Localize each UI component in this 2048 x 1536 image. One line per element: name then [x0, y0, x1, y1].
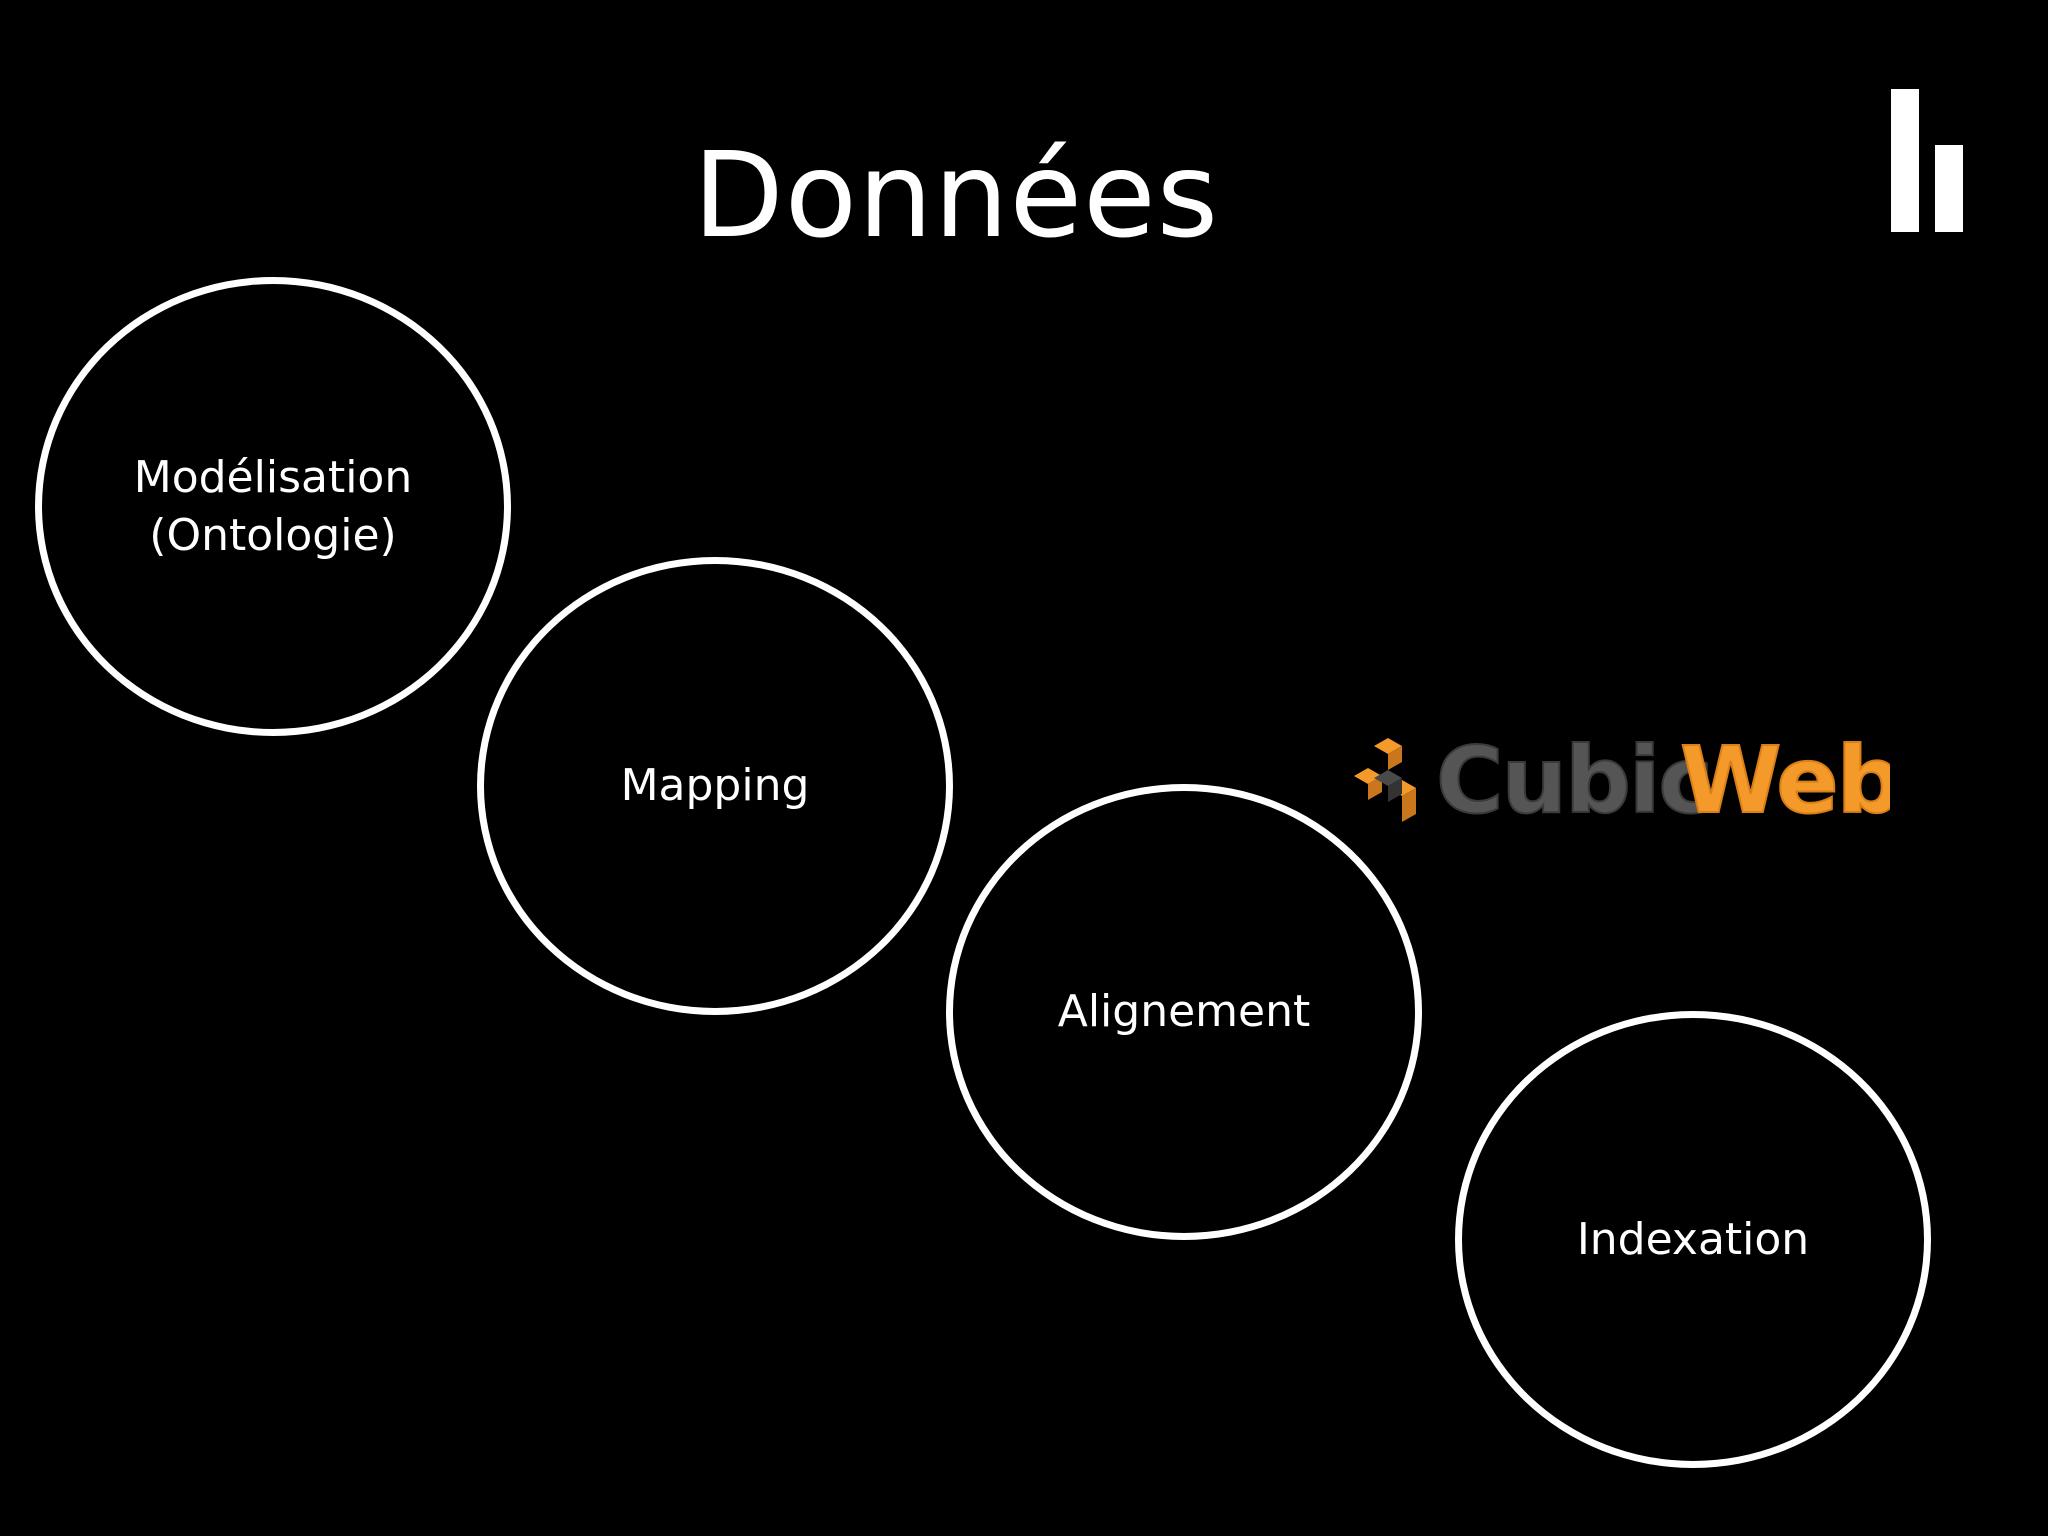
- cubicweb-mark-icon: [1354, 738, 1416, 822]
- step-label: Mapping: [620, 760, 810, 811]
- step-label: Alignement: [1057, 986, 1311, 1037]
- slide-title: Données: [692, 126, 1220, 264]
- step-circle-indexation: Indexation: [1455, 1011, 1931, 1468]
- step-label: Modélisation (Ontologie): [133, 451, 413, 561]
- svg-text:Cubic: Cubic: [1436, 728, 1711, 828]
- cubicweb-logo: Cubic Web: [1354, 728, 1890, 828]
- step-circle-mapping: Mapping: [477, 557, 953, 1015]
- step-label: Indexation: [1576, 1213, 1810, 1265]
- bars-logo-icon: [1891, 89, 1963, 232]
- step-circle-modelisation: Modélisation (Ontologie): [35, 277, 511, 736]
- logo-bar-tall: [1891, 89, 1919, 232]
- step-circle-alignement: Alignement: [946, 784, 1422, 1240]
- svg-text:Web: Web: [1680, 728, 1890, 828]
- logo-bar-short: [1935, 145, 1963, 232]
